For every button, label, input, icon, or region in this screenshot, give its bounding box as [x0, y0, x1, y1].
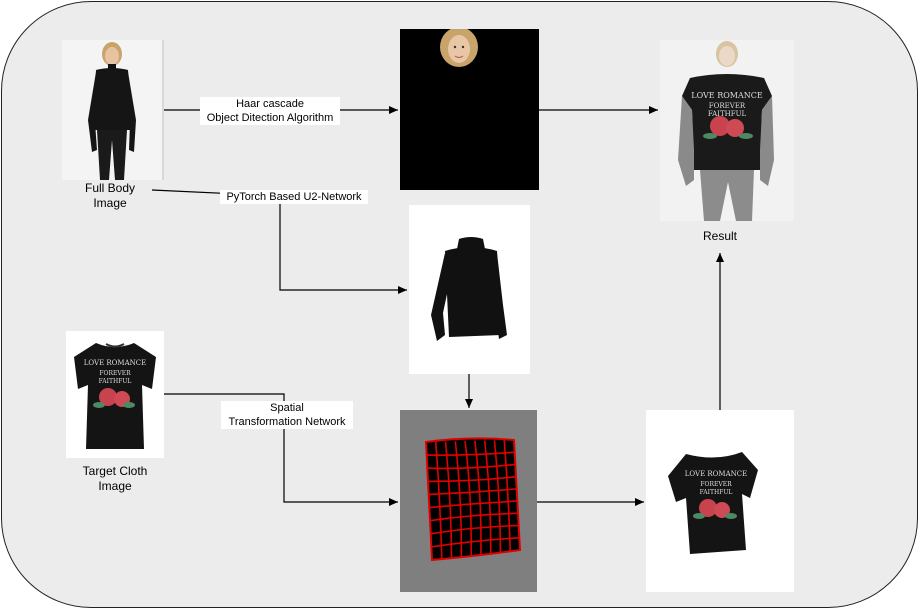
cloth-print-line3: FAITHFUL — [99, 378, 132, 385]
result-caption: Result — [702, 229, 737, 243]
warped-print-line1: LOVE ROMANCE — [685, 470, 747, 478]
grid-line-vertical — [483, 440, 492, 554]
u2net-label: PyTorch Based U2-Network — [220, 190, 368, 204]
result-print-line3: FAITHFUL — [708, 110, 747, 118]
segmented-cloth-image — [409, 205, 530, 374]
cloth-print-line2: FOREVER — [99, 370, 131, 377]
edge-stn — [164, 393, 398, 506]
full-body-caption: Full Body Image — [62, 181, 158, 211]
cloth-print-line1: LOVE ROMANCE — [84, 359, 146, 367]
stn-grid-image — [400, 410, 537, 592]
face-detection-image — [400, 29, 539, 190]
full-body-image — [62, 40, 164, 180]
target-cloth-image: LOVE ROMANCE FOREVER FAITHFUL — [66, 331, 164, 458]
target-cloth-caption: Target Cloth Image — [60, 464, 170, 494]
grid-line-vertical — [434, 441, 443, 559]
haar-label-line1: Haar cascade — [236, 98, 304, 110]
edge-u2net — [151, 189, 407, 294]
result-image: LOVE ROMANCE FOREVER FAITHFUL — [660, 40, 794, 221]
stn-label-line1: Spatial — [270, 402, 304, 414]
grid-line-vertical — [474, 440, 482, 555]
full-body-caption-line2: Image — [93, 196, 127, 210]
full-body-caption-line1: Full Body — [84, 181, 136, 195]
result-print-line1: LOVE ROMANCE — [691, 91, 763, 100]
grid-line-vertical — [444, 441, 453, 558]
stn-label: Spatial Transformation Network — [221, 401, 353, 429]
grid-line-vertical — [464, 441, 473, 556]
warped-cloth-image: LOVE ROMANCE FOREVER FAITHFUL — [646, 410, 794, 592]
grid-line-vertical — [454, 441, 463, 557]
haar-label-line2: Object Ditection Algorithm — [206, 112, 334, 124]
result-print-line2: FOREVER — [709, 102, 746, 110]
haar-label: Haar cascade Object Ditection Algorithm — [200, 97, 340, 125]
warped-print-line3: FAITHFUL — [700, 489, 733, 496]
grid-line-vertical — [503, 440, 512, 552]
target-cloth-caption-line1: Target Cloth — [82, 464, 148, 478]
target-cloth-caption-line2: Image — [98, 479, 132, 493]
warped-print-line2: FOREVER — [700, 481, 732, 488]
grid-line-vertical — [493, 440, 502, 553]
grid-line-horizontal — [431, 536, 520, 548]
stn-label-line2: Transformation Network — [228, 416, 346, 428]
